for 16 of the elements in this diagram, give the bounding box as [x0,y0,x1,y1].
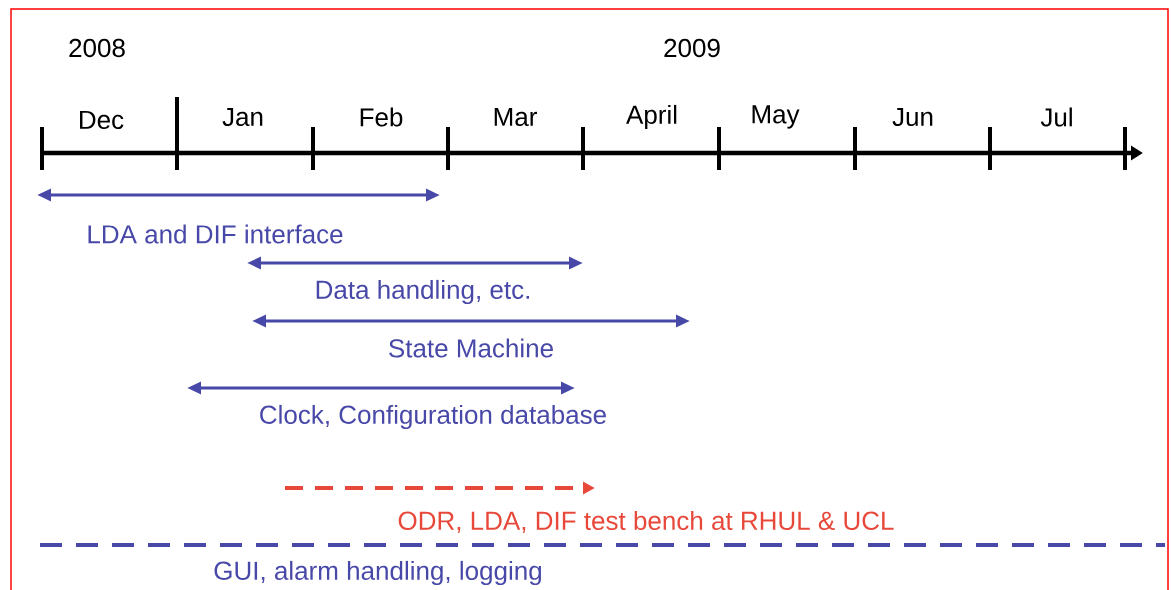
month-label: Feb [360,107,403,127]
task-label: State Machine [389,338,553,358]
year-label: 2008 [69,38,125,58]
month-label: Mar [494,107,537,127]
month-label: April [626,104,677,130]
month-label: Jan [222,107,263,127]
task-label: ODR, LDA, DIF test bench at RHUL & UCL [398,510,894,534]
month-label: Jul [1040,107,1072,127]
month-label: Dec [80,110,124,130]
task-label: LDA and DIF interface [88,224,343,244]
task-label: Clock, Configuration database [260,404,606,430]
year-label: 2009 [664,38,720,58]
month-label: Jun [892,107,933,127]
task-label: GUI, alarm handling, logging [214,560,541,586]
task-label: Data handling, etc. [316,279,529,305]
month-label: May [752,105,800,129]
